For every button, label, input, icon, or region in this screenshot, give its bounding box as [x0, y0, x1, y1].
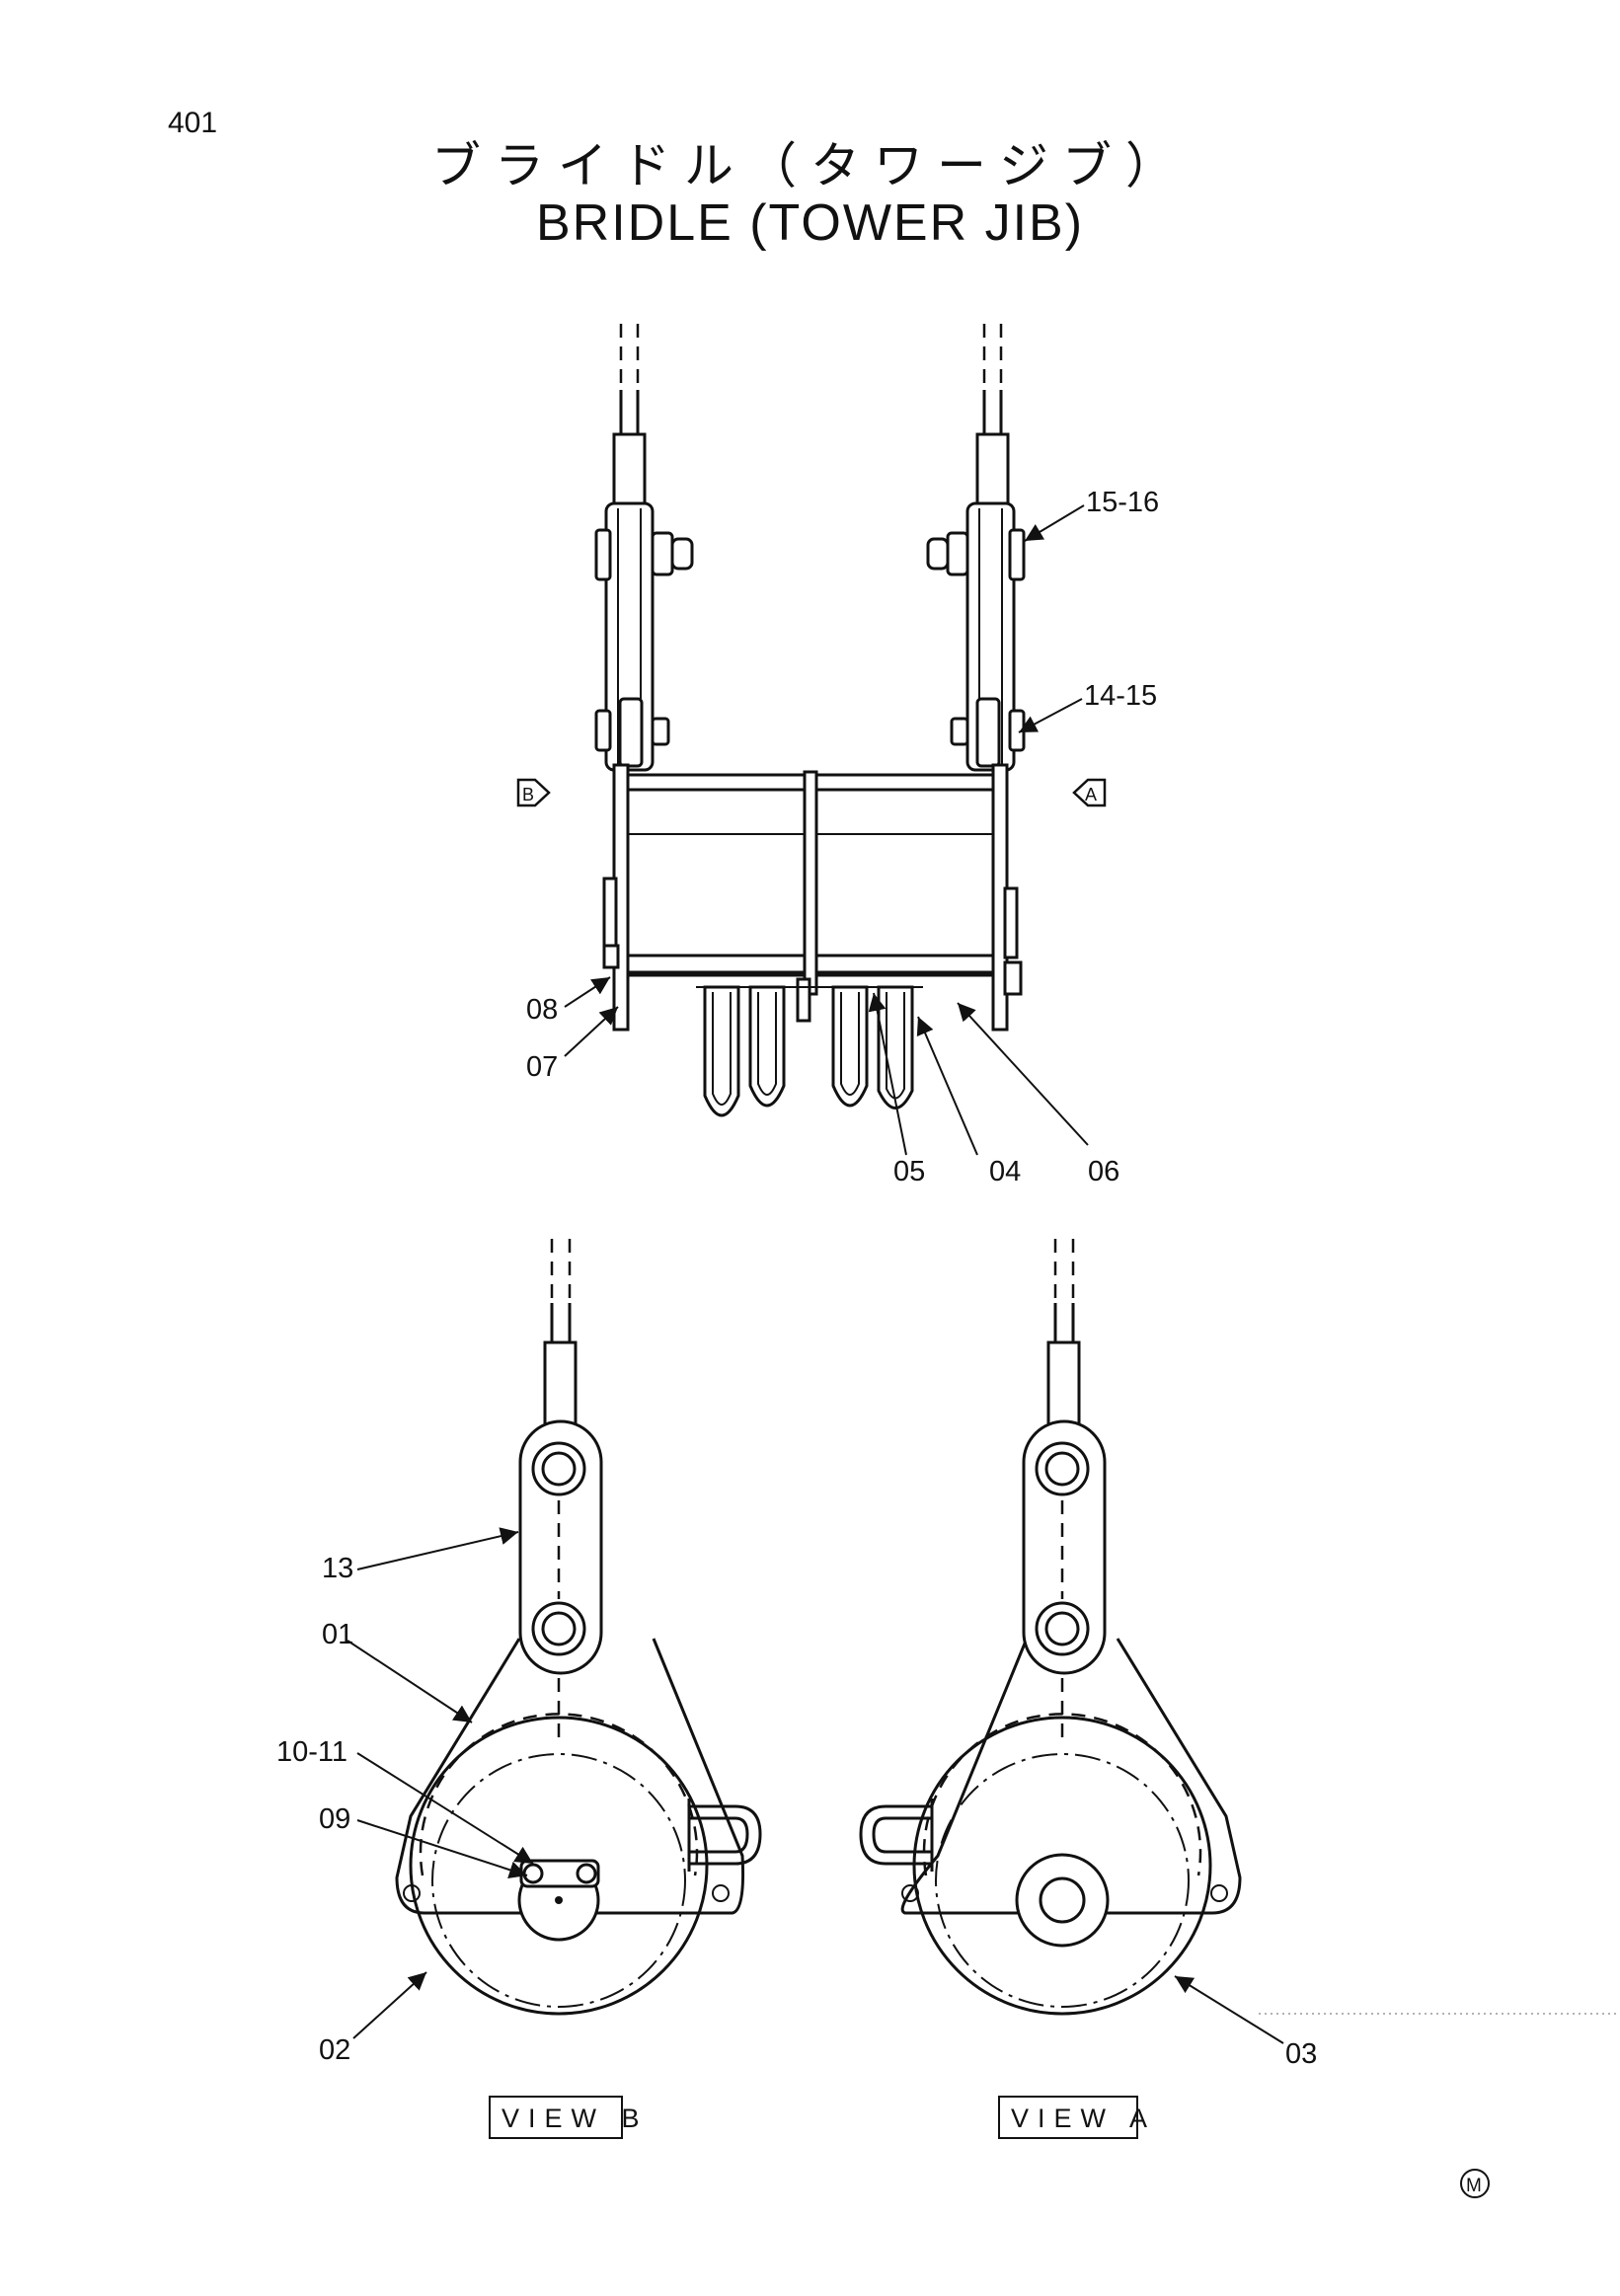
callout-03: 03 — [1285, 2038, 1317, 2070]
callout-01: 01 — [322, 1619, 353, 1650]
callout-02: 02 — [319, 2034, 350, 2066]
mark-letter: M — [1466, 2176, 1482, 2196]
callout-08: 08 — [526, 994, 558, 1026]
callout-14-15: 14-15 — [1084, 680, 1157, 712]
wire-rope-right — [975, 324, 1010, 505]
view-arrow-b-letter: B — [522, 785, 534, 804]
leader-lines-front — [564, 504, 1089, 1156]
bridle-frame — [602, 763, 1023, 1032]
view-arrow-a-letter: A — [1085, 785, 1097, 804]
callout-05: 05 — [893, 1156, 925, 1187]
view-arrow-a: A — [1072, 778, 1107, 807]
view-a-label: VIEW A — [1011, 2104, 1156, 2133]
callout-06: 06 — [1088, 1156, 1119, 1187]
page-number: 401 — [168, 107, 218, 139]
callout-13: 13 — [322, 1553, 353, 1584]
title-english: BRIDLE (TOWER JIB) — [535, 194, 1085, 252]
mark-symbol: M — [1460, 2169, 1490, 2198]
view-arrow-b: B — [516, 778, 551, 807]
link-plate-left — [594, 501, 694, 772]
front-view-assembly: B A 15-16 14-15 08 07 05 04 06 — [516, 324, 1159, 1187]
callout-10-11: 10-11 — [276, 1736, 347, 1768]
sheaves — [696, 977, 923, 1117]
callout-04: 04 — [989, 1156, 1021, 1187]
callout-09: 09 — [319, 1803, 350, 1835]
callout-15-16: 15-16 — [1086, 487, 1159, 518]
side-view-a: 03 VIEW A — [859, 1239, 1317, 2139]
view-b-label: VIEW B — [501, 2104, 649, 2133]
wire-rope-left — [612, 324, 647, 505]
side-view-b: 13 01 10-11 09 02 VIEW B — [276, 1239, 762, 2139]
callout-07: 07 — [526, 1051, 558, 1083]
title-japanese: ブライドル（タワージブ） — [431, 137, 1189, 194]
link-plate-right — [926, 501, 1026, 772]
